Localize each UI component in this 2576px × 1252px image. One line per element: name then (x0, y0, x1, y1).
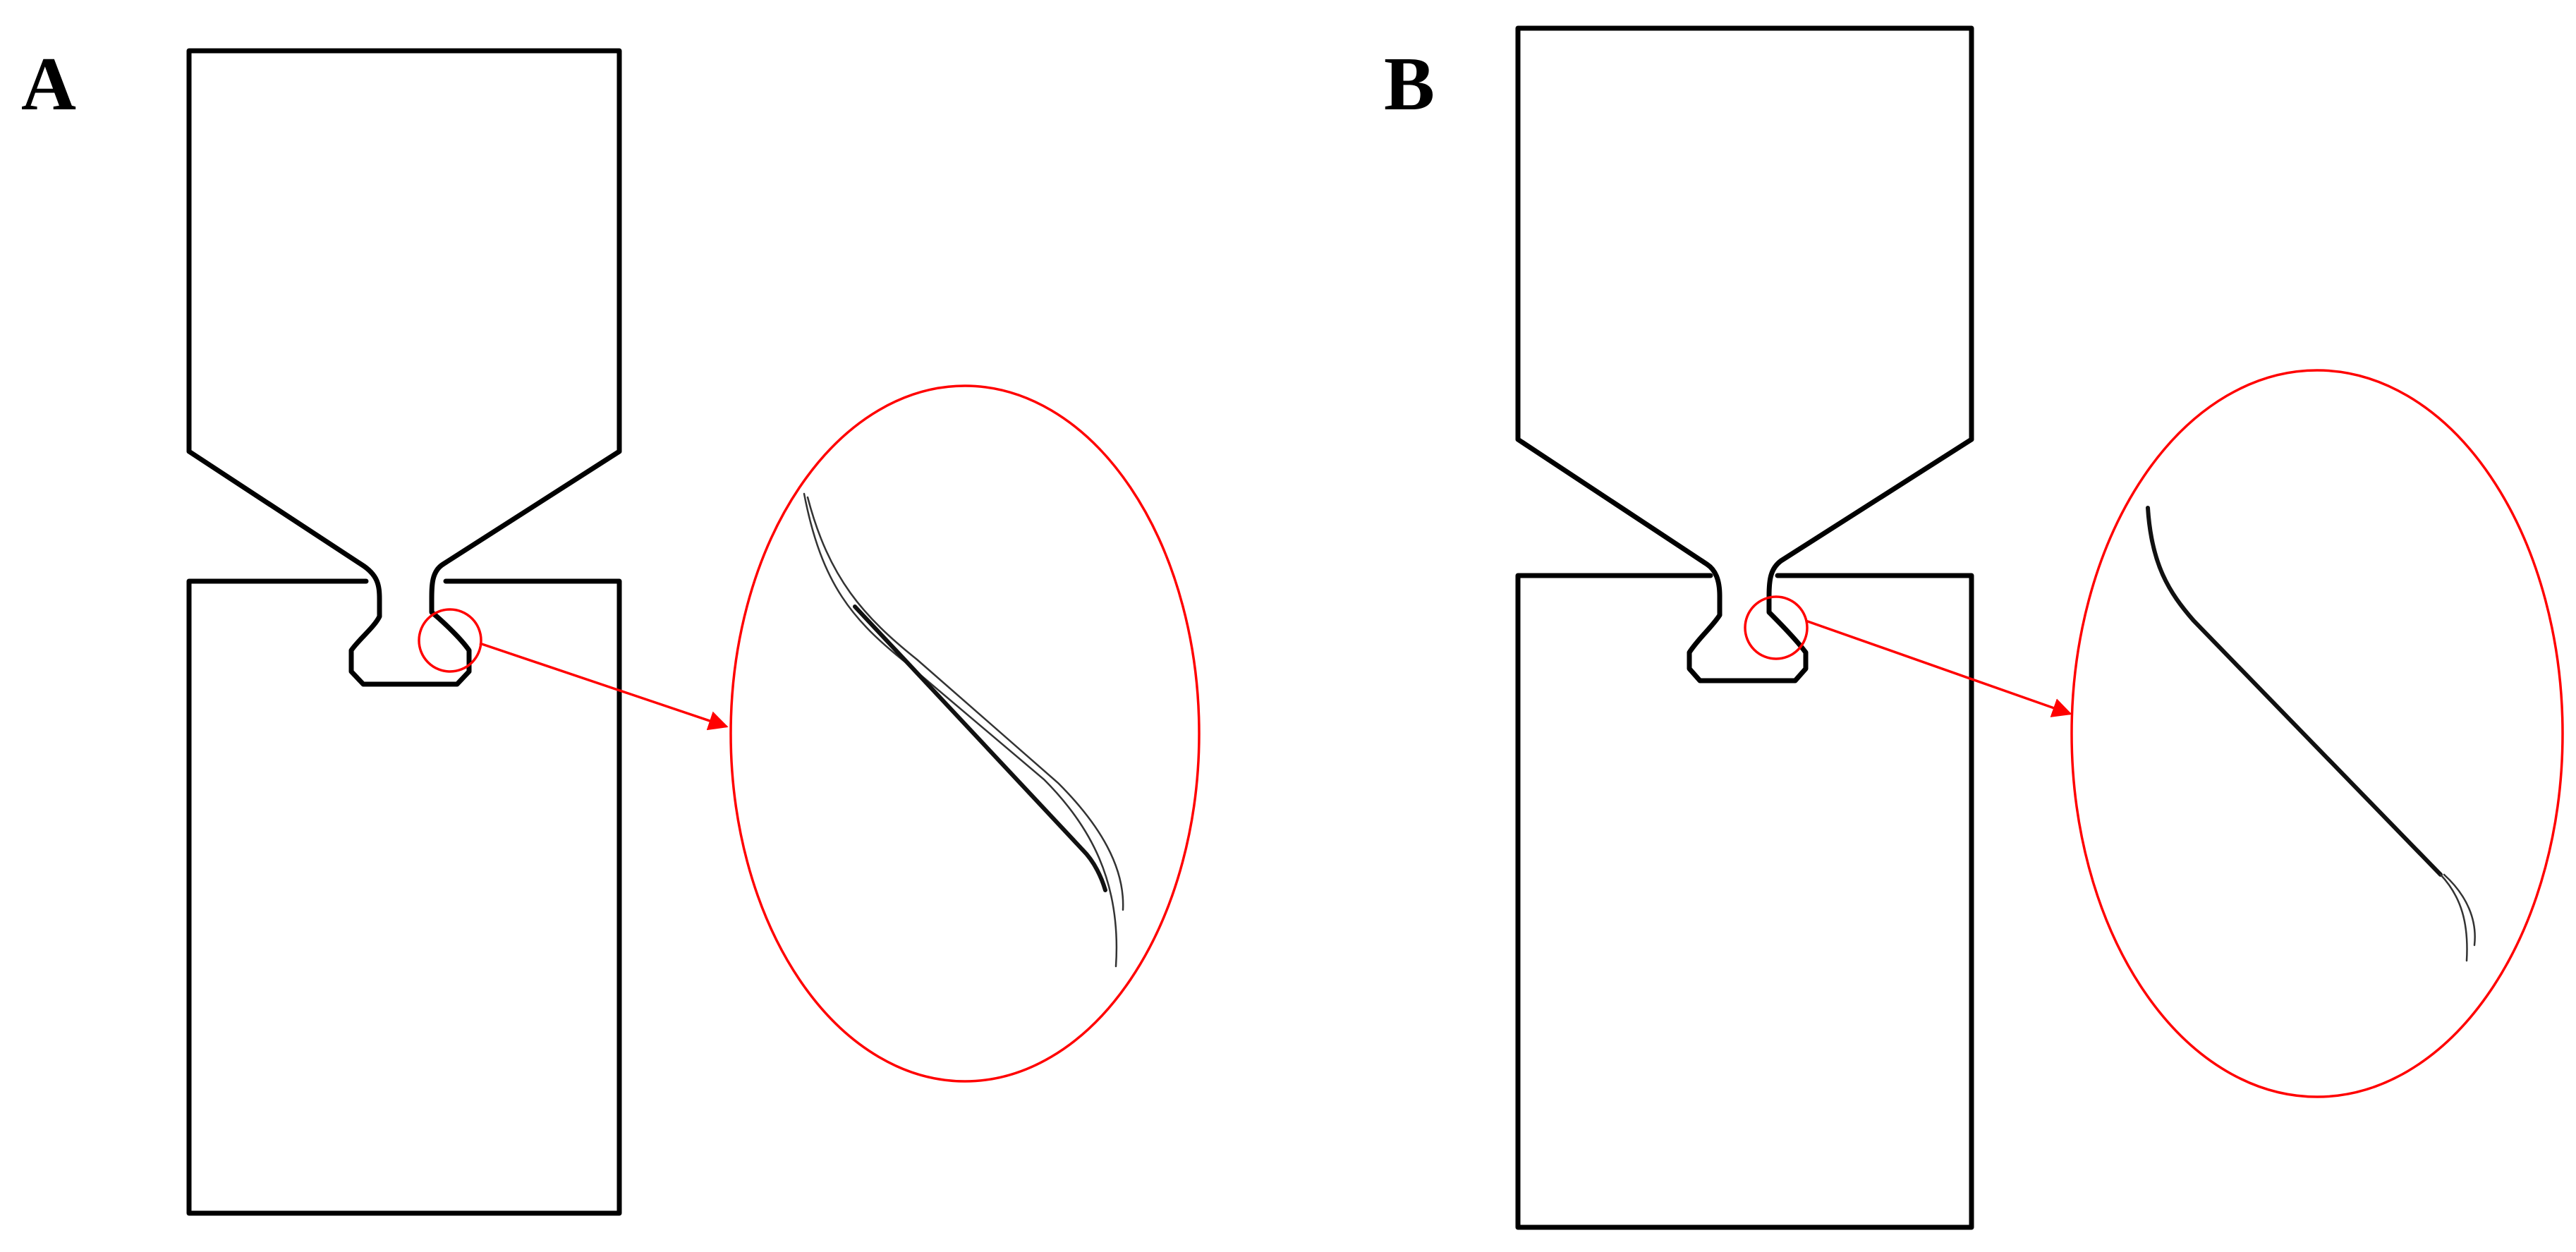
panel-b-lower-die (1515, 573, 1974, 1230)
panel-b-profile-curve-1 (2439, 873, 2468, 962)
panel-a-upper-die (186, 48, 622, 687)
panel-b-zoom-ellipse (2070, 369, 2564, 1098)
panel-a-lower-die (186, 578, 622, 1216)
panel-a-profile-curve-1 (803, 492, 1118, 968)
panel-a: A (21, 42, 1201, 1216)
panel-b-profile-curve-main (2146, 506, 2443, 877)
panel-a-zoom-view (729, 384, 1201, 1083)
panel-b-zoom-view (2070, 369, 2564, 1098)
panel-a-profile-curve-2 (806, 496, 1124, 911)
panel-a-callout-arrow (479, 642, 729, 731)
panel-b-upper-die (1515, 25, 1974, 683)
panel-b-profile-curve-2 (2443, 873, 2476, 947)
panel-a-label: A (21, 42, 76, 126)
panel-b-callout-arrow (1805, 619, 2072, 717)
panel-a-highlight-circle (418, 608, 482, 673)
panel-a-zoom-ellipse (729, 384, 1201, 1083)
panel-a-profile-curve-main (853, 604, 1107, 892)
panel-b: B (1384, 25, 2564, 1230)
panel-b-highlight-circle (1744, 595, 1809, 660)
panel-b-label: B (1384, 42, 1435, 126)
